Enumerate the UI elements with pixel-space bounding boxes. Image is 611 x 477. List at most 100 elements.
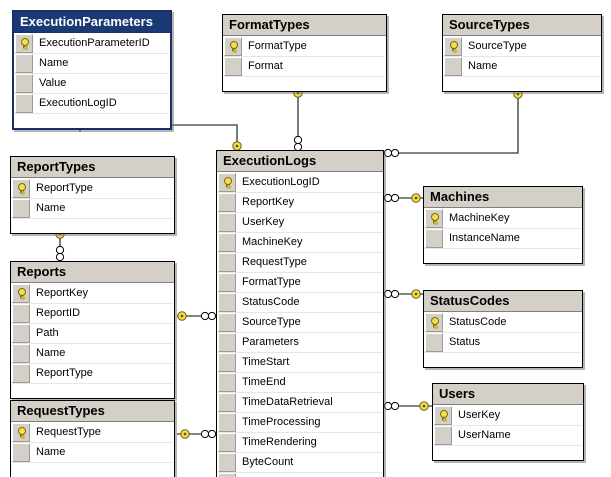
- column-row[interactable]: TimeStart: [218, 353, 382, 373]
- table-title-users[interactable]: Users: [433, 384, 583, 405]
- row-selector-cell[interactable]: [218, 413, 236, 432]
- column-row[interactable]: Name: [444, 57, 600, 77]
- primary-key-icon[interactable]: [12, 284, 30, 303]
- column-row[interactable]: ReportKey: [12, 284, 173, 304]
- table-title-format-types[interactable]: FormatTypes: [223, 15, 386, 36]
- relationship-reports-executionlogs[interactable]: [177, 311, 217, 321]
- column-row[interactable]: TimeRendering: [218, 433, 382, 453]
- row-selector-cell[interactable]: [12, 304, 30, 323]
- relationship-formattypes-executionlogs[interactable]: [293, 86, 303, 152]
- relationship-sourcetypes-executionlogs[interactable]: [383, 86, 523, 158]
- row-selector-cell[interactable]: [218, 393, 236, 412]
- table-title-report-types[interactable]: ReportTypes: [11, 157, 174, 178]
- column-row[interactable]: Value: [15, 74, 169, 94]
- empty-row[interactable]: [12, 463, 173, 477]
- empty-row[interactable]: [12, 384, 173, 398]
- row-selector-cell[interactable]: [218, 353, 236, 372]
- primary-key-icon[interactable]: [218, 173, 236, 192]
- row-selector-cell[interactable]: [434, 446, 452, 460]
- column-row[interactable]: RequestType: [218, 253, 382, 273]
- table-title-execution-logs[interactable]: ExecutionLogs: [217, 151, 383, 172]
- table-title-reports[interactable]: Reports: [11, 262, 174, 283]
- row-selector-cell[interactable]: [12, 463, 30, 477]
- row-selector-cell[interactable]: [218, 273, 236, 292]
- row-selector-cell[interactable]: [218, 253, 236, 272]
- row-selector-cell[interactable]: [218, 473, 236, 477]
- row-selector-cell[interactable]: [12, 364, 30, 383]
- column-row[interactable]: ReportKey: [218, 193, 382, 213]
- row-selector-cell[interactable]: [224, 77, 242, 91]
- column-row[interactable]: MachineKey: [218, 233, 382, 253]
- relationship-statuscodes-executionlogs[interactable]: [383, 289, 423, 299]
- row-selector-cell[interactable]: [15, 94, 33, 113]
- row-selector-cell[interactable]: [12, 199, 30, 218]
- column-row[interactable]: Parameters: [218, 333, 382, 353]
- empty-row[interactable]: [444, 77, 600, 91]
- empty-row[interactable]: [425, 249, 581, 263]
- row-selector-cell[interactable]: [425, 229, 443, 248]
- column-row[interactable]: TimeProcessing: [218, 413, 382, 433]
- column-row[interactable]: ExecutionLogID: [218, 173, 382, 193]
- empty-row[interactable]: [425, 353, 581, 367]
- primary-key-icon[interactable]: [434, 406, 452, 425]
- relationship-machines-executionlogs[interactable]: [383, 193, 423, 203]
- column-row[interactable]: Status: [425, 333, 581, 353]
- row-selector-cell[interactable]: [218, 313, 236, 332]
- column-row[interactable]: ReportID: [12, 304, 173, 324]
- row-selector-cell[interactable]: [444, 77, 462, 91]
- column-row[interactable]: UserKey: [434, 406, 582, 426]
- relationship-requesttypes-executionlogs[interactable]: [177, 429, 217, 439]
- primary-key-icon[interactable]: [12, 423, 30, 442]
- column-row[interactable]: ReportType: [12, 179, 173, 199]
- row-selector-cell[interactable]: [218, 373, 236, 392]
- row-selector-cell[interactable]: [12, 344, 30, 363]
- row-selector-cell[interactable]: [425, 249, 443, 263]
- column-row[interactable]: SourceType: [444, 37, 600, 57]
- row-selector-cell[interactable]: [15, 54, 33, 73]
- row-selector-cell[interactable]: [218, 213, 236, 232]
- row-selector-cell[interactable]: [218, 193, 236, 212]
- column-row[interactable]: FormatType: [218, 273, 382, 293]
- row-selector-cell[interactable]: [12, 443, 30, 462]
- row-selector-cell[interactable]: [425, 353, 443, 367]
- column-row[interactable]: TimeDataRetrieval: [218, 393, 382, 413]
- column-row[interactable]: UserKey: [218, 213, 382, 233]
- column-row[interactable]: ReportType: [12, 364, 173, 384]
- primary-key-icon[interactable]: [224, 37, 242, 56]
- column-row[interactable]: Path: [12, 324, 173, 344]
- empty-row[interactable]: [224, 77, 385, 91]
- row-selector-cell[interactable]: [218, 433, 236, 452]
- row-selector-cell[interactable]: [15, 114, 33, 128]
- column-row[interactable]: MachineKey: [425, 209, 581, 229]
- column-row[interactable]: UserName: [434, 426, 582, 446]
- row-selector-cell[interactable]: [218, 233, 236, 252]
- table-title-machines[interactable]: Machines: [424, 187, 582, 208]
- table-title-execution-parameters[interactable]: ExecutionParameters: [14, 12, 170, 33]
- empty-row[interactable]: [434, 446, 582, 460]
- column-row[interactable]: Name: [15, 54, 169, 74]
- row-selector-cell[interactable]: [218, 293, 236, 312]
- row-selector-cell[interactable]: [218, 333, 236, 352]
- column-row[interactable]: FormatType: [224, 37, 385, 57]
- column-row[interactable]: SourceType: [218, 313, 382, 333]
- table-title-source-types[interactable]: SourceTypes: [443, 15, 601, 36]
- column-row[interactable]: TimeEnd: [218, 373, 382, 393]
- column-row[interactable]: Name: [12, 199, 173, 219]
- row-selector-cell[interactable]: [444, 57, 462, 76]
- column-row[interactable]: ExecutionLogID: [15, 94, 169, 114]
- row-selector-cell[interactable]: [425, 333, 443, 352]
- row-selector-cell[interactable]: [224, 57, 242, 76]
- column-row[interactable]: Name: [12, 443, 173, 463]
- column-row[interactable]: RequestType: [12, 423, 173, 443]
- empty-row[interactable]: [15, 114, 169, 128]
- row-selector-cell[interactable]: [12, 219, 30, 233]
